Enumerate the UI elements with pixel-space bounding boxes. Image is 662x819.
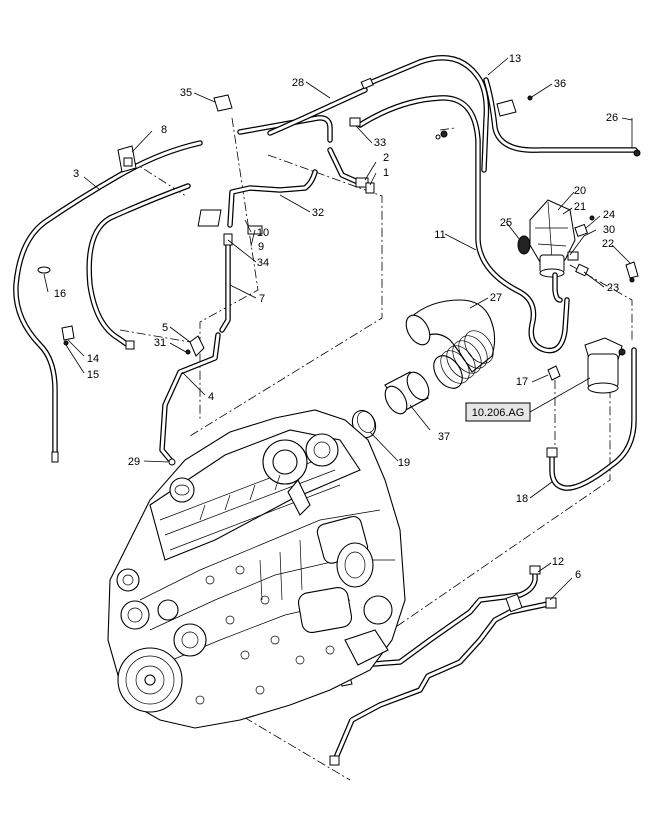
- callout-32: 32: [312, 207, 324, 219]
- lines-12-6: [329, 565, 557, 766]
- callout-15: 15: [87, 369, 99, 381]
- callout-22: 22: [602, 238, 614, 250]
- hose-18: [546, 347, 637, 491]
- callout-26: 26: [606, 112, 618, 124]
- callout-33: 33: [374, 137, 386, 149]
- reference-box-label: 10.206.AG: [472, 407, 525, 419]
- callout-24: 24: [603, 209, 615, 221]
- small-parts: [37, 94, 639, 466]
- intake-sleeve-37: [384, 371, 430, 415]
- engine-block: [107, 409, 406, 729]
- hose-13: [483, 77, 641, 157]
- leader-lines: [43, 57, 633, 601]
- callout-28: 28: [292, 77, 304, 89]
- line-4: [159, 332, 221, 465]
- callout-13: 13: [509, 53, 521, 65]
- callout-3: 3: [73, 168, 79, 180]
- fitting-2-33: [327, 147, 375, 194]
- callout-34: 34: [257, 257, 269, 269]
- callout-labels: 1 2 3 4 5 6 7 8 9 10 11 12 13 14 15 16 1…: [54, 53, 619, 581]
- callout-6: 6: [575, 569, 581, 581]
- callout-10: 10: [257, 227, 269, 239]
- callout-2: 2: [383, 152, 389, 164]
- callout-29: 29: [128, 456, 140, 468]
- callout-20: 20: [574, 185, 586, 197]
- callout-21: 21: [574, 201, 586, 213]
- water-separator: [584, 337, 626, 394]
- line-32: [197, 169, 318, 235]
- callout-25: 25: [500, 217, 512, 229]
- fuel-filter-head: [517, 199, 579, 303]
- callout-12: 12: [552, 556, 564, 568]
- callout-14: 14: [87, 353, 99, 365]
- callout-16: 16: [54, 288, 66, 300]
- callout-37: 37: [438, 431, 450, 443]
- callout-31: 31: [154, 337, 166, 349]
- hose-28: [237, 55, 490, 173]
- hose-3: [13, 140, 203, 463]
- callout-27: 27: [490, 292, 502, 304]
- callout-17: 17: [516, 376, 528, 388]
- callout-19: 19: [398, 457, 410, 469]
- callout-9: 9: [258, 241, 264, 253]
- callout-7: 7: [259, 293, 265, 305]
- line-7: [219, 233, 233, 333]
- intake-elbow-27: [405, 299, 496, 389]
- callout-8: 8: [161, 124, 167, 136]
- callout-11: 11: [434, 229, 445, 241]
- callout-4: 4: [208, 391, 214, 403]
- callout-36: 36: [554, 78, 566, 90]
- callout-5: 5: [162, 322, 168, 334]
- callout-1: 1: [383, 167, 389, 179]
- callout-18: 18: [516, 493, 528, 505]
- callout-30: 30: [603, 224, 615, 236]
- reference-box-10-206-ag[interactable]: 10.206.AG: [465, 402, 531, 422]
- callout-35: 35: [180, 87, 192, 99]
- callout-23: 23: [607, 282, 619, 294]
- hose-11: [349, 95, 570, 354]
